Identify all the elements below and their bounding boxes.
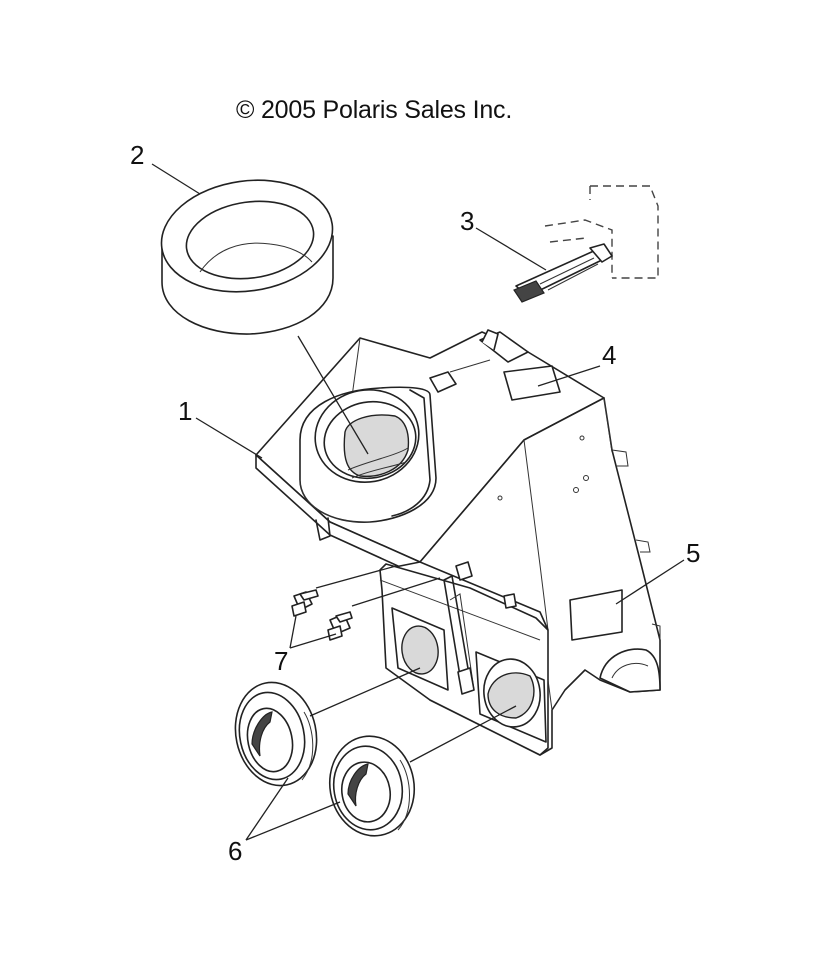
callout-2: 2 [130,140,145,170]
callout-3: 3 [460,206,475,236]
part-7-fittings [291,589,353,641]
part-6-grommets [234,681,416,837]
callout-5: 5 [686,538,701,568]
leader-lines [151,163,685,841]
copyright-notice: © 2005 Polaris Sales Inc. [236,96,513,124]
grommet-lower [328,735,416,837]
callout-1: 1 [178,396,193,426]
part-3-strap [513,185,659,303]
grommet-upper [234,681,318,787]
part-2-foam-ring [160,179,334,335]
part-1-airbox [255,329,661,756]
callout-6: 6 [228,836,243,866]
callout-7: 7 [274,646,289,676]
callout-4: 4 [602,340,617,370]
